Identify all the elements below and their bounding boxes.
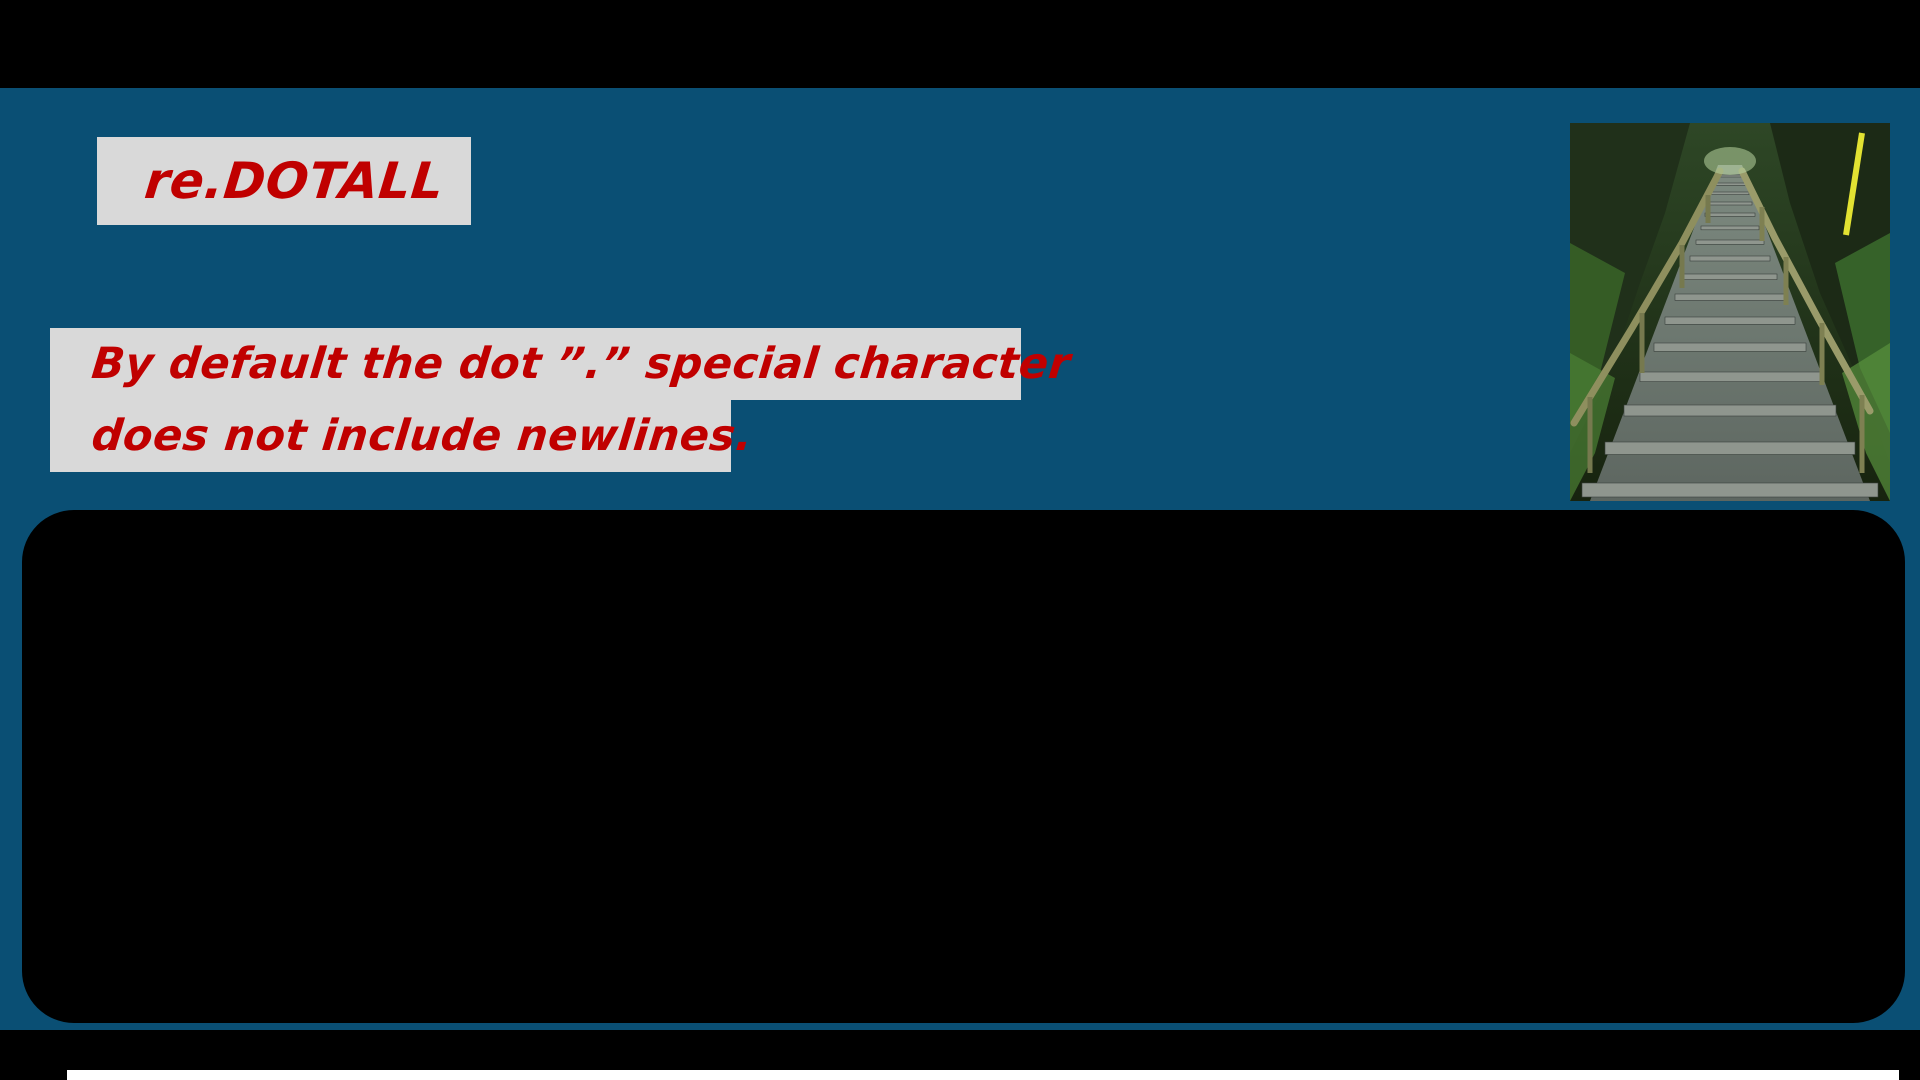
page-title: re.DOTALL (141, 152, 447, 210)
body-highlight-box-line2: does not include newlines. (50, 400, 755, 472)
body-text-line-1: By default the dot ”.” special character (89, 339, 1074, 389)
body-text-line-2: does not include newlines. (89, 411, 756, 461)
terminal-shell: [In [24]: m = re.search("^.*$", "simple … (22, 510, 1905, 1080)
title-highlight-box: re.DOTALL (97, 137, 471, 225)
body-highlight-box-line1: By default the dot ”.” special character (50, 328, 1073, 400)
stairway-photo (1570, 123, 1890, 501)
stairway-illustration (1570, 123, 1890, 501)
code-output-box: [In [24]: m = re.search("^.*$", "simple … (67, 1070, 1899, 1080)
code-text: [In [24]: m = re.search("^.*$", "simple … (67, 1070, 1899, 1080)
